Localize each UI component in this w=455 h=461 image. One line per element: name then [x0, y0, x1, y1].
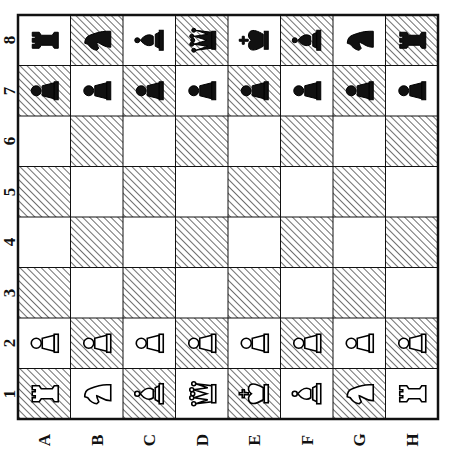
white-pawn: [31, 334, 58, 352]
white-rook: [32, 386, 58, 402]
white-rook: [400, 386, 426, 402]
rank-label: 1: [1, 390, 18, 399]
black-pieces: [31, 28, 426, 100]
rank-label: 4: [1, 238, 18, 247]
white-bishop: [292, 384, 321, 404]
white-bishop: [135, 384, 164, 404]
black-knight: [85, 31, 111, 50]
file-label: B: [88, 434, 105, 445]
white-pawn: [136, 334, 163, 352]
file-label: F: [298, 435, 315, 445]
rank-label: 7: [1, 87, 18, 96]
black-knight: [347, 31, 373, 50]
white-king: [239, 384, 268, 404]
black-queen: [190, 28, 216, 52]
black-pawn: [31, 82, 58, 100]
file-label: C: [141, 434, 158, 446]
black-pawn: [136, 82, 163, 100]
black-pawn: [294, 82, 321, 100]
black-pawn: [399, 82, 426, 100]
rank-label: 2: [1, 339, 18, 348]
white-knight: [85, 385, 111, 404]
black-king: [239, 30, 268, 50]
rank-label: 3: [1, 289, 18, 298]
white-pieces: [31, 334, 426, 406]
board-border: [18, 15, 438, 419]
file-label: A: [36, 434, 53, 446]
black-rook: [32, 32, 58, 48]
rank-label: 8: [1, 36, 18, 45]
white-pawn: [346, 334, 373, 352]
white-pawn: [84, 334, 111, 352]
rank-label: 5: [1, 188, 18, 197]
white-pawn: [294, 334, 321, 352]
black-pawn: [241, 82, 268, 100]
file-label: G: [351, 433, 368, 446]
black-pawn: [84, 82, 111, 100]
black-pawn: [346, 82, 373, 100]
file-label: D: [193, 434, 210, 446]
board-squares: [18, 15, 438, 419]
black-bishop: [292, 30, 321, 50]
white-pawn: [399, 334, 426, 352]
grid-lines: [18, 15, 438, 419]
white-pawn: [189, 334, 216, 352]
rank-label: 6: [1, 137, 18, 146]
file-label: H: [403, 433, 420, 446]
white-queen: [190, 382, 216, 406]
black-pawn: [189, 82, 216, 100]
black-bishop: [135, 30, 164, 50]
file-label: E: [246, 434, 263, 445]
black-rook: [400, 32, 426, 48]
white-knight: [347, 385, 373, 404]
white-pawn: [241, 334, 268, 352]
